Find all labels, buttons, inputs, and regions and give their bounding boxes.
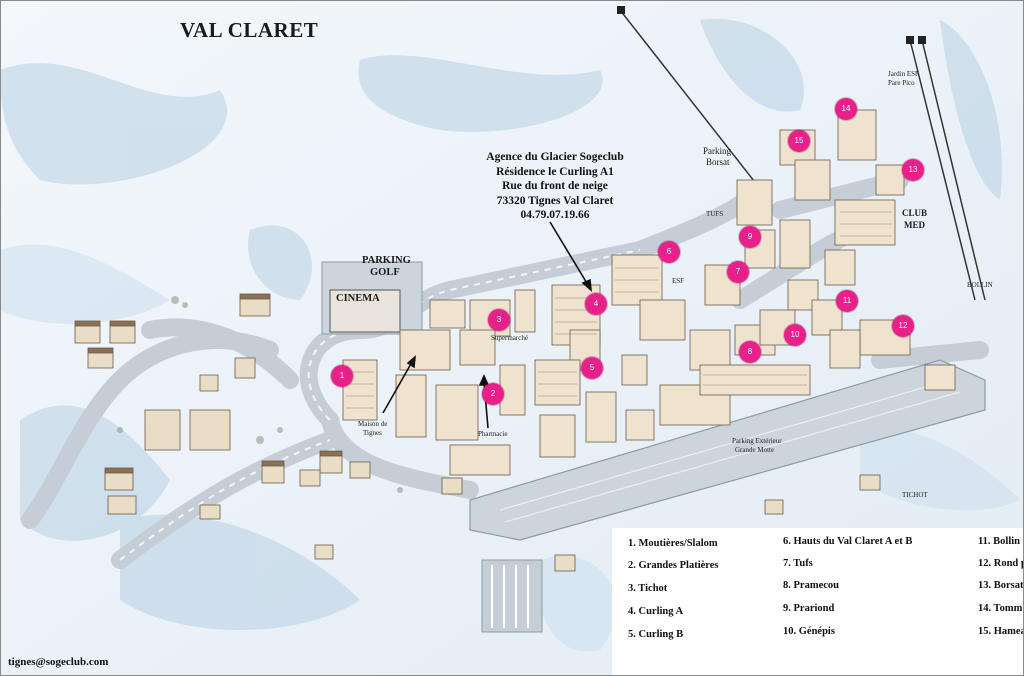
label-pharmacie: Pharmacie <box>478 430 508 438</box>
label-cinema: CINEMA <box>336 293 380 304</box>
marker-1[interactable]: 1 <box>331 365 353 387</box>
label-parking-borsat-1: Parking <box>703 146 731 156</box>
label-jardin-1: Jardin ESF <box>888 70 919 78</box>
label-club-med-2: MED <box>904 220 925 230</box>
label-esf: ESF <box>672 277 685 285</box>
label-parking-exterieur-1: Parking Extérieur <box>732 437 782 445</box>
legend-item: 10. Génépis <box>783 626 835 637</box>
agency-address: Agence du Glacier Sogeclub Résidence le … <box>455 150 655 223</box>
legend-item: 1. Moutières/Slalom <box>628 538 718 549</box>
label-supermarche: Supermarché <box>491 334 528 342</box>
legend-item: 7. Tufs <box>783 558 813 569</box>
legend-box: 1. Moutières/Slalom 2. Grandes Platières… <box>612 528 1024 676</box>
legend-item: 12. Rond p <box>978 558 1024 569</box>
legend-item: 11. Bollin <box>978 536 1021 547</box>
label-maison-2: Tignes <box>363 429 382 437</box>
marker-8[interactable]: 8 <box>739 341 761 363</box>
label-maison-1: Maison de <box>358 420 388 428</box>
agency-line: Agence du Glacier Sogeclub <box>486 151 624 163</box>
legend-item: 6. Hauts du Val Claret A et B <box>783 536 913 547</box>
marker-3[interactable]: 3 <box>488 309 510 331</box>
label-parking-borsat-2: Borsat <box>706 157 730 167</box>
label-parking-exterieur-2: Grande Motte <box>735 446 775 454</box>
contact-email[interactable]: tignes@sogeclub.com <box>8 656 109 668</box>
marker-5[interactable]: 5 <box>581 357 603 379</box>
marker-14[interactable]: 14 <box>835 98 857 120</box>
legend-item: 2. Grandes Platières <box>628 560 719 571</box>
agency-line: Résidence le Curling A1 <box>496 165 614 178</box>
label-parking-golf-1: PARKING <box>362 255 411 266</box>
legend-item: 3. Tichot <box>628 583 668 594</box>
legend-item: 15. Hamea <box>978 626 1024 637</box>
marker-7[interactable]: 7 <box>727 261 749 283</box>
map-title: VAL CLARET <box>180 18 319 42</box>
label-club-med-1: CLUB <box>902 208 928 218</box>
legend-item: 13. Borsat <box>978 580 1024 591</box>
label-bollin: BOLLIN <box>967 281 993 289</box>
marker-6[interactable]: 6 <box>658 241 680 263</box>
marker-4[interactable]: 4 <box>585 293 607 315</box>
label-jardin-2: Pare Pico <box>888 79 915 87</box>
marker-9[interactable]: 9 <box>739 226 761 248</box>
agency-line: Rue du front de neige <box>502 180 608 192</box>
marker-10[interactable]: 10 <box>784 324 806 346</box>
legend-item: 4. Curling A <box>628 606 684 617</box>
marker-2[interactable]: 2 <box>482 383 504 405</box>
legend-item: 8. Pramecou <box>783 580 839 591</box>
legend-item: 9. Prariond <box>783 603 835 614</box>
label-tichot: TICHOT <box>902 491 928 499</box>
legend-item: 5. Curling B <box>628 629 684 640</box>
marker-11[interactable]: 11 <box>836 290 858 312</box>
agency-line: 73320 Tignes Val Claret <box>496 194 614 207</box>
marker-13[interactable]: 13 <box>902 159 924 181</box>
legend-item: 14. Tomm <box>978 603 1023 614</box>
label-tufs: TUFS <box>706 210 724 218</box>
agency-line: 04.79.07.19.66 <box>520 209 590 221</box>
label-parking-golf-2: GOLF <box>370 267 400 278</box>
marker-12[interactable]: 12 <box>892 315 914 337</box>
marker-15[interactable]: 15 <box>788 130 810 152</box>
